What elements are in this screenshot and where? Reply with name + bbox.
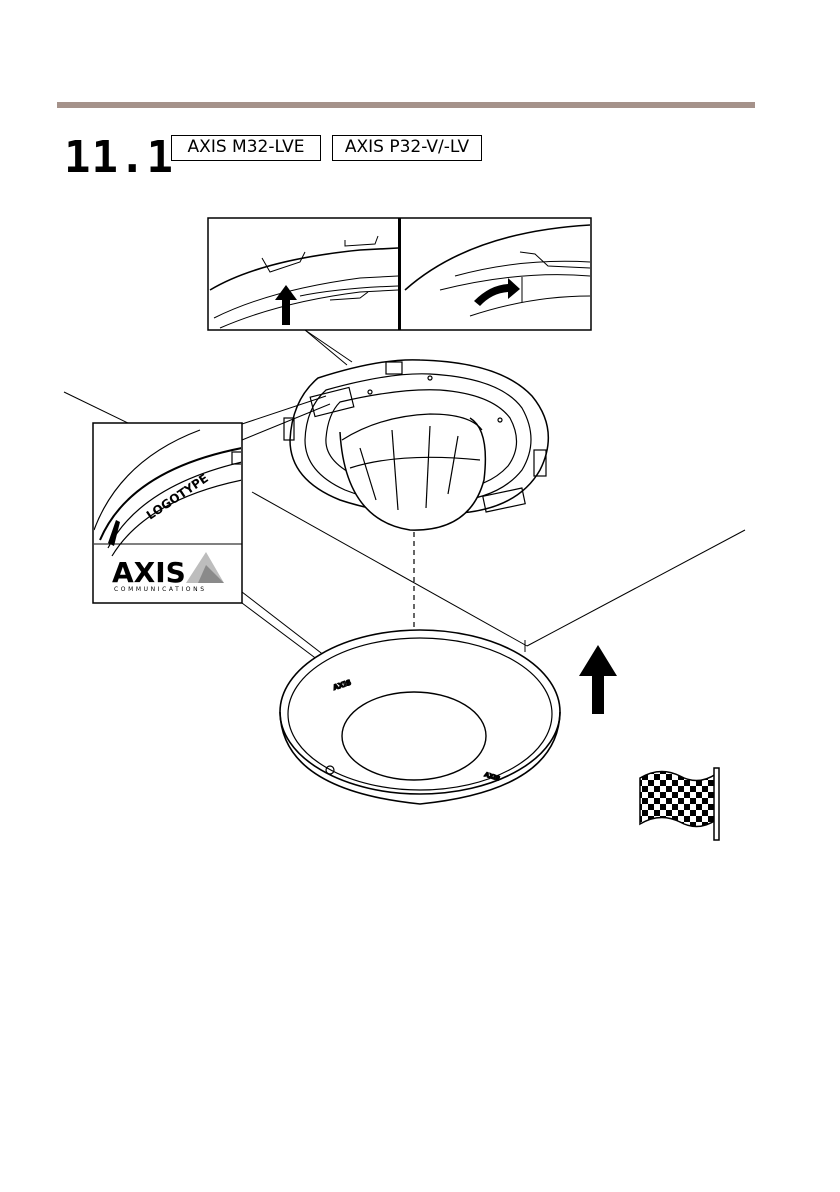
ceiling-outline [252, 492, 745, 652]
cover-ring: AXIS AXIS [280, 630, 560, 804]
axis-logo-wordmark: AXIS [112, 556, 186, 589]
camera-dome-assembly [284, 360, 548, 530]
push-up-arrow-icon [579, 645, 617, 714]
finish-flag-icon [640, 768, 719, 840]
detail-panel-top [208, 218, 591, 365]
axis-logo-subtitle: COMMUNICATIONS [114, 586, 207, 593]
